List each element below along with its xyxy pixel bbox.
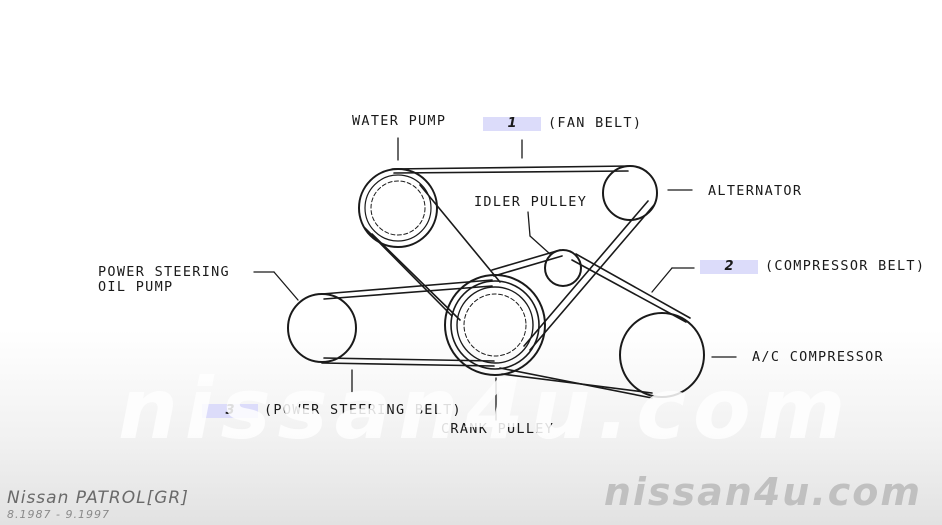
label-water-pump: WATER PUMP [352,113,447,129]
label-compressor-belt: (COMPRESSOR BELT) [765,258,926,274]
power-steering-pulley [287,293,357,363]
ac-compressor-pulley [619,312,705,398]
compressor-belt [491,249,691,399]
crank-pulley [444,274,546,376]
label-power-steering-oil-pump-line2: OIL PUMP [98,279,174,295]
label-alternator: ALTERNATOR [708,183,803,199]
alternator-pulley [602,165,658,221]
watermark-corner: nissan4u.com [603,470,922,514]
label-fan-belt: (FAN BELT) [548,115,643,131]
water-pump-pulley [358,168,438,248]
label-ac-compressor: A/C COMPRESSOR [752,349,884,365]
label-power-steering-oil-pump-line1: POWER STEERING [98,264,230,280]
watermark-center: nissan4u.com [118,360,853,458]
badge-power-steering-belt: 3 [202,404,258,418]
model-name: Nissan PATROL[GR] [7,488,189,508]
label-crank-pulley: CRANK PULLEY [441,421,555,437]
label-idler-pulley: IDLER PULLEY [474,194,588,210]
power-steering-belt [321,279,495,367]
badge-compressor-belt: 2 [700,260,758,274]
model-years: 8.1987 - 9.1997 [7,508,110,521]
label-power-steering-belt: (POWER STEERING BELT) [264,402,462,418]
badge-fan-belt: 1 [483,117,541,131]
leader-lines [253,137,737,421]
idler-pulley [544,249,582,287]
